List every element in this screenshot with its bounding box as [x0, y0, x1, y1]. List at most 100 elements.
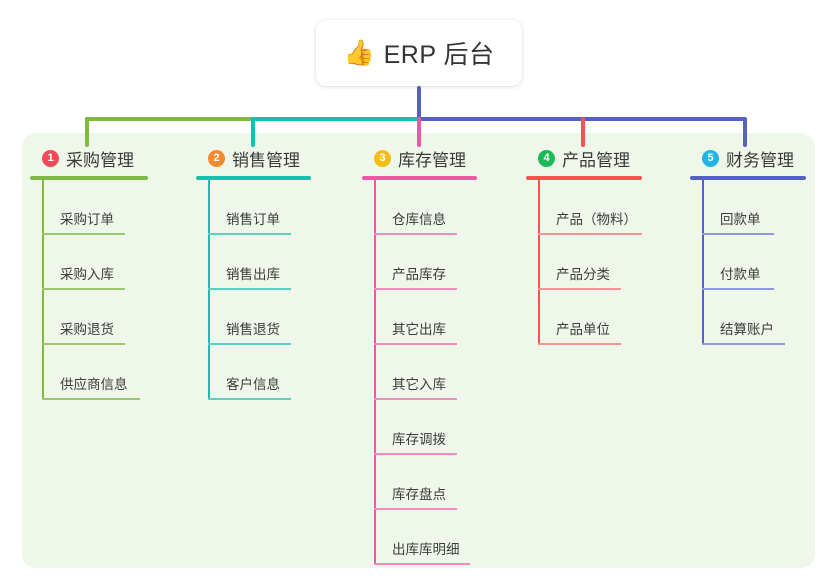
leaf-rule [42, 398, 140, 400]
branch-column-1: 1 采购管理 采购订单 采购入库 采购退货 供应商信息 [30, 146, 180, 400]
branch-items-1: 采购订单 采购入库 采购退货 供应商信息 [30, 180, 180, 400]
branch-header-3[interactable]: 3 库存管理 [362, 146, 512, 170]
branch-spine-2 [208, 180, 210, 400]
leaf-rule [208, 398, 291, 400]
leaf-label: 采购入库 [60, 267, 114, 282]
leaf-rule [538, 233, 642, 235]
root-node-title: ERP 后台 [383, 41, 495, 69]
leaf-node[interactable]: 供应商信息 [30, 345, 180, 400]
leaf-node[interactable]: 其它入库 [362, 345, 512, 400]
branch-spine-3 [374, 180, 376, 565]
leaf-label: 其它入库 [392, 377, 446, 392]
branch-header-2[interactable]: 2 销售管理 [196, 146, 346, 170]
branch-items-4: 产品（物料） 产品分类 产品单位 [526, 180, 686, 345]
leaf-node[interactable]: 销售订单 [196, 180, 346, 235]
drop-line-column-2 [251, 117, 255, 147]
branch-items-3: 仓库信息 产品库存 其它出库 其它入库 库存调拨 库存盘点 [362, 180, 512, 565]
branch-title-2: 销售管理 [232, 150, 300, 170]
leaf-rule [208, 343, 291, 345]
content-panel [22, 133, 815, 568]
leaf-node[interactable]: 产品单位 [526, 290, 686, 345]
leaf-rule [702, 343, 785, 345]
leaf-label: 供应商信息 [60, 377, 128, 392]
leaf-rule [538, 343, 621, 345]
leaf-label: 出库库明细 [392, 542, 460, 557]
drop-line-column-4 [581, 117, 585, 147]
branch-title-1: 采购管理 [66, 150, 134, 170]
leaf-rule [374, 508, 457, 510]
leaf-node[interactable]: 回款单 [690, 180, 830, 235]
drop-line-column-3 [417, 117, 421, 147]
leaf-node[interactable]: 销售退货 [196, 290, 346, 345]
leaf-rule [374, 398, 457, 400]
bus-segment-green [85, 117, 255, 121]
leaf-label: 产品分类 [556, 267, 610, 282]
leaf-node[interactable]: 库存盘点 [362, 455, 512, 510]
leaf-rule [702, 288, 774, 290]
leaf-rule [42, 343, 125, 345]
leaf-node[interactable]: 其它出库 [362, 290, 512, 345]
leaf-label: 库存盘点 [392, 487, 446, 502]
leaf-node[interactable]: 出库库明细 [362, 510, 512, 565]
branch-underline-5 [690, 176, 806, 180]
leaf-rule [374, 343, 457, 345]
leaf-rule [538, 288, 621, 290]
leaf-label: 客户信息 [226, 377, 280, 392]
leaf-rule [42, 288, 125, 290]
leaf-node[interactable]: 产品分类 [526, 235, 686, 290]
leaf-node[interactable]: 仓库信息 [362, 180, 512, 235]
leaf-rule [374, 288, 457, 290]
leaf-rule [702, 233, 774, 235]
branch-underline-2 [196, 176, 311, 180]
leaf-label: 采购退货 [60, 322, 114, 337]
leaf-node[interactable]: 产品库存 [362, 235, 512, 290]
branch-badge-2: 2 [208, 149, 225, 167]
branch-items-5: 回款单 付款单 结算账户 [690, 180, 830, 345]
leaf-label: 仓库信息 [392, 212, 446, 227]
leaf-node[interactable]: 销售出库 [196, 235, 346, 290]
leaf-rule [208, 233, 291, 235]
leaf-node[interactable]: 付款单 [690, 235, 830, 290]
branch-title-3: 库存管理 [398, 150, 466, 170]
branch-header-4[interactable]: 4 产品管理 [526, 146, 686, 170]
leaf-label: 其它出库 [392, 322, 446, 337]
leaf-node[interactable]: 采购订单 [30, 180, 180, 235]
branch-column-2: 2 销售管理 销售订单 销售出库 销售退货 客户信息 [196, 146, 346, 400]
leaf-label: 产品库存 [392, 267, 446, 282]
branch-items-2: 销售订单 销售出库 销售退货 客户信息 [196, 180, 346, 400]
leaf-label: 结算账户 [720, 322, 774, 337]
leaf-rule [374, 233, 457, 235]
branch-badge-3: 3 [374, 149, 391, 167]
branch-column-3: 3 库存管理 仓库信息 产品库存 其它出库 其它入库 库存调拨 [362, 146, 512, 565]
leaf-label: 付款单 [720, 267, 761, 282]
leaf-rule [42, 233, 125, 235]
branch-header-5[interactable]: 5 财务管理 [690, 146, 830, 170]
branch-underline-4 [526, 176, 642, 180]
branch-underline-1 [30, 176, 148, 180]
root-node[interactable]: 👍 ERP 后台 [316, 20, 522, 86]
branch-column-4: 4 产品管理 产品（物料） 产品分类 产品单位 [526, 146, 686, 345]
branch-spine-4 [538, 180, 540, 345]
leaf-node[interactable]: 库存调拨 [362, 400, 512, 455]
branch-badge-5: 5 [702, 149, 719, 167]
thumbs-up-icon: 👍 [343, 38, 375, 67]
leaf-label: 销售订单 [226, 212, 280, 227]
leaf-label: 销售退货 [226, 322, 280, 337]
leaf-node[interactable]: 客户信息 [196, 345, 346, 400]
drop-line-column-1 [85, 117, 89, 147]
leaf-node[interactable]: 结算账户 [690, 290, 830, 345]
leaf-node[interactable]: 采购入库 [30, 235, 180, 290]
branch-title-4: 产品管理 [562, 150, 630, 170]
leaf-label: 采购订单 [60, 212, 114, 227]
leaf-label: 库存调拨 [392, 432, 446, 447]
branch-badge-4: 4 [538, 149, 555, 167]
branch-header-1[interactable]: 1 采购管理 [30, 146, 180, 170]
leaf-label: 销售出库 [226, 267, 280, 282]
leaf-label: 回款单 [720, 212, 761, 227]
leaf-node[interactable]: 采购退货 [30, 290, 180, 345]
leaf-node[interactable]: 产品（物料） [526, 180, 686, 235]
branch-underline-3 [362, 176, 477, 180]
leaf-rule [208, 288, 291, 290]
root-trunk-line [417, 86, 421, 121]
